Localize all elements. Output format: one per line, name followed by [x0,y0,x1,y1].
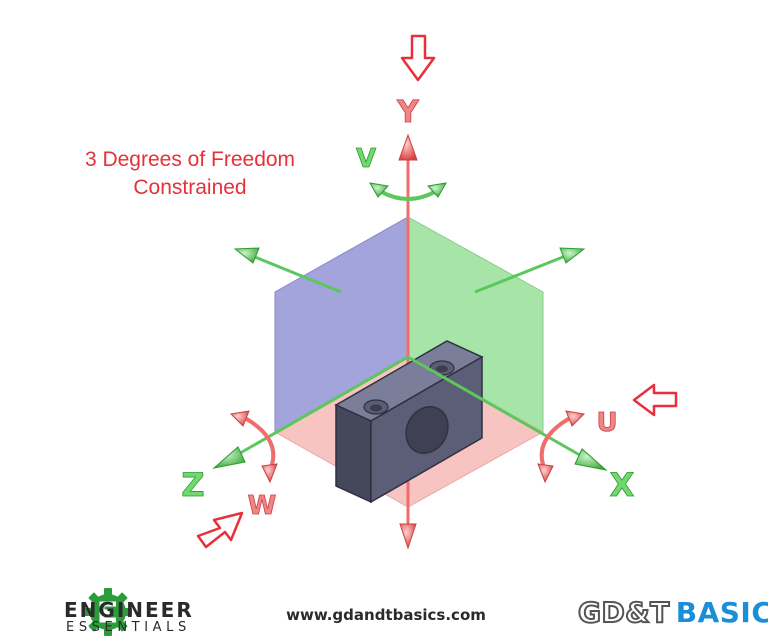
brand-name-line-1: ENGINEER [64,598,194,622]
engineer-essentials-gear-icon [84,588,132,636]
part-block [334,340,484,504]
constraint-caption: 3 Degrees of Freedom Constrained [40,146,340,202]
w-constraint-arrow [196,511,244,549]
gdt-basics-logo: GD&TBASICS [577,595,768,630]
xy-normal-arrowhead [559,247,586,264]
y-axis-arrowhead [398,133,418,161]
w-rotation-label: W [248,491,277,521]
rotation-w-arrows [229,410,278,484]
u-rotation-label: U [596,408,617,438]
y-axis-down-arrowhead [399,523,417,550]
x-axis-line [407,355,593,464]
brand-name-line-2: ESSENTIALS [66,620,191,635]
u-constraint-arrow [632,383,678,417]
x-axis-label: X [610,466,635,504]
z-axis-label: Z [181,466,204,504]
x-axis-arrowhead [574,448,608,471]
v-rotation-label: V [356,144,376,174]
caption-line-1: 3 Degrees of Freedom [84,148,296,171]
gdt-logo-part-1: GD&T [577,595,670,630]
y-constraint-arrow [400,34,436,82]
rotation-v-arrows [369,182,447,201]
caption-line-2: Constrained [133,176,247,199]
z-axis-line [227,355,409,462]
y-axis-label: Y [396,95,420,130]
z-axis-arrowhead [212,446,246,469]
yz-normal-arrowhead [233,247,260,264]
xy-plane-normal-line [474,251,574,294]
gdt-logo-part-2: BASICS [675,596,768,629]
rotation-u-arrows [537,410,586,484]
yz-plane-normal-line [244,251,342,294]
website-url: www.gdandtbasics.com [286,606,486,624]
